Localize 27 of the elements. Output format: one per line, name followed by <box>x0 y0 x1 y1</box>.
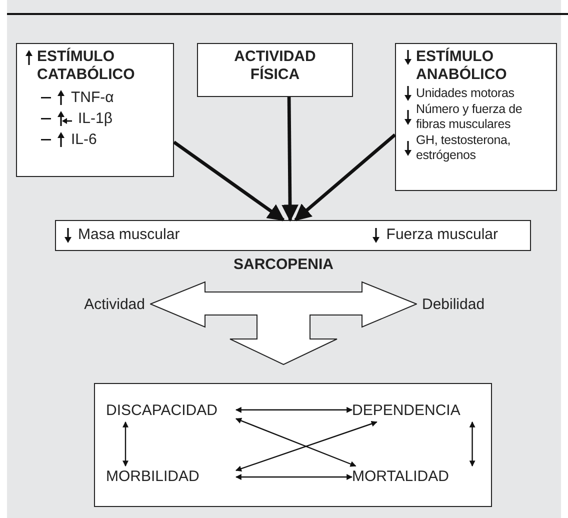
arrow <box>235 418 356 467</box>
factor-text: Unidades motoras <box>416 86 516 101</box>
result-text: Masa muscular <box>78 225 180 246</box>
factor-text: GH, testosterona, estrógenos <box>416 133 512 163</box>
factor-text: IL-6 <box>71 130 97 149</box>
outcome-label: DEPENDENCIA <box>352 402 460 420</box>
box-heading: ESTÍMULO ANABÓLICO <box>416 48 508 84</box>
factor-text: IL-1β <box>78 109 112 128</box>
concept-label: SARCOPENIA <box>233 256 334 274</box>
arrow <box>235 420 378 472</box>
box-heading: ACTIVIDAD FÍSICA <box>233 48 317 84</box>
factor-text: TNF-α <box>71 88 114 107</box>
outcome-label: MORBILIDAD <box>106 468 200 486</box>
arrow <box>235 406 353 413</box>
factor-text: Número y fuerza de fibras musculares <box>416 102 524 132</box>
result-text: Fuerza muscular <box>386 225 498 246</box>
arrow <box>282 96 298 222</box>
side-label: Debilidad <box>422 296 485 313</box>
arrow <box>294 133 396 222</box>
box-heading: ESTÍMULO CATABÓLICO <box>37 48 136 84</box>
outcome-label: MORTALIDAD <box>352 468 449 486</box>
arrow <box>469 421 476 467</box>
side-label: Actividad <box>84 296 145 313</box>
arrow <box>235 474 353 480</box>
outcome-label: DISCAPACIDAD <box>106 402 218 420</box>
arrow <box>173 140 285 222</box>
arrow <box>122 421 128 467</box>
